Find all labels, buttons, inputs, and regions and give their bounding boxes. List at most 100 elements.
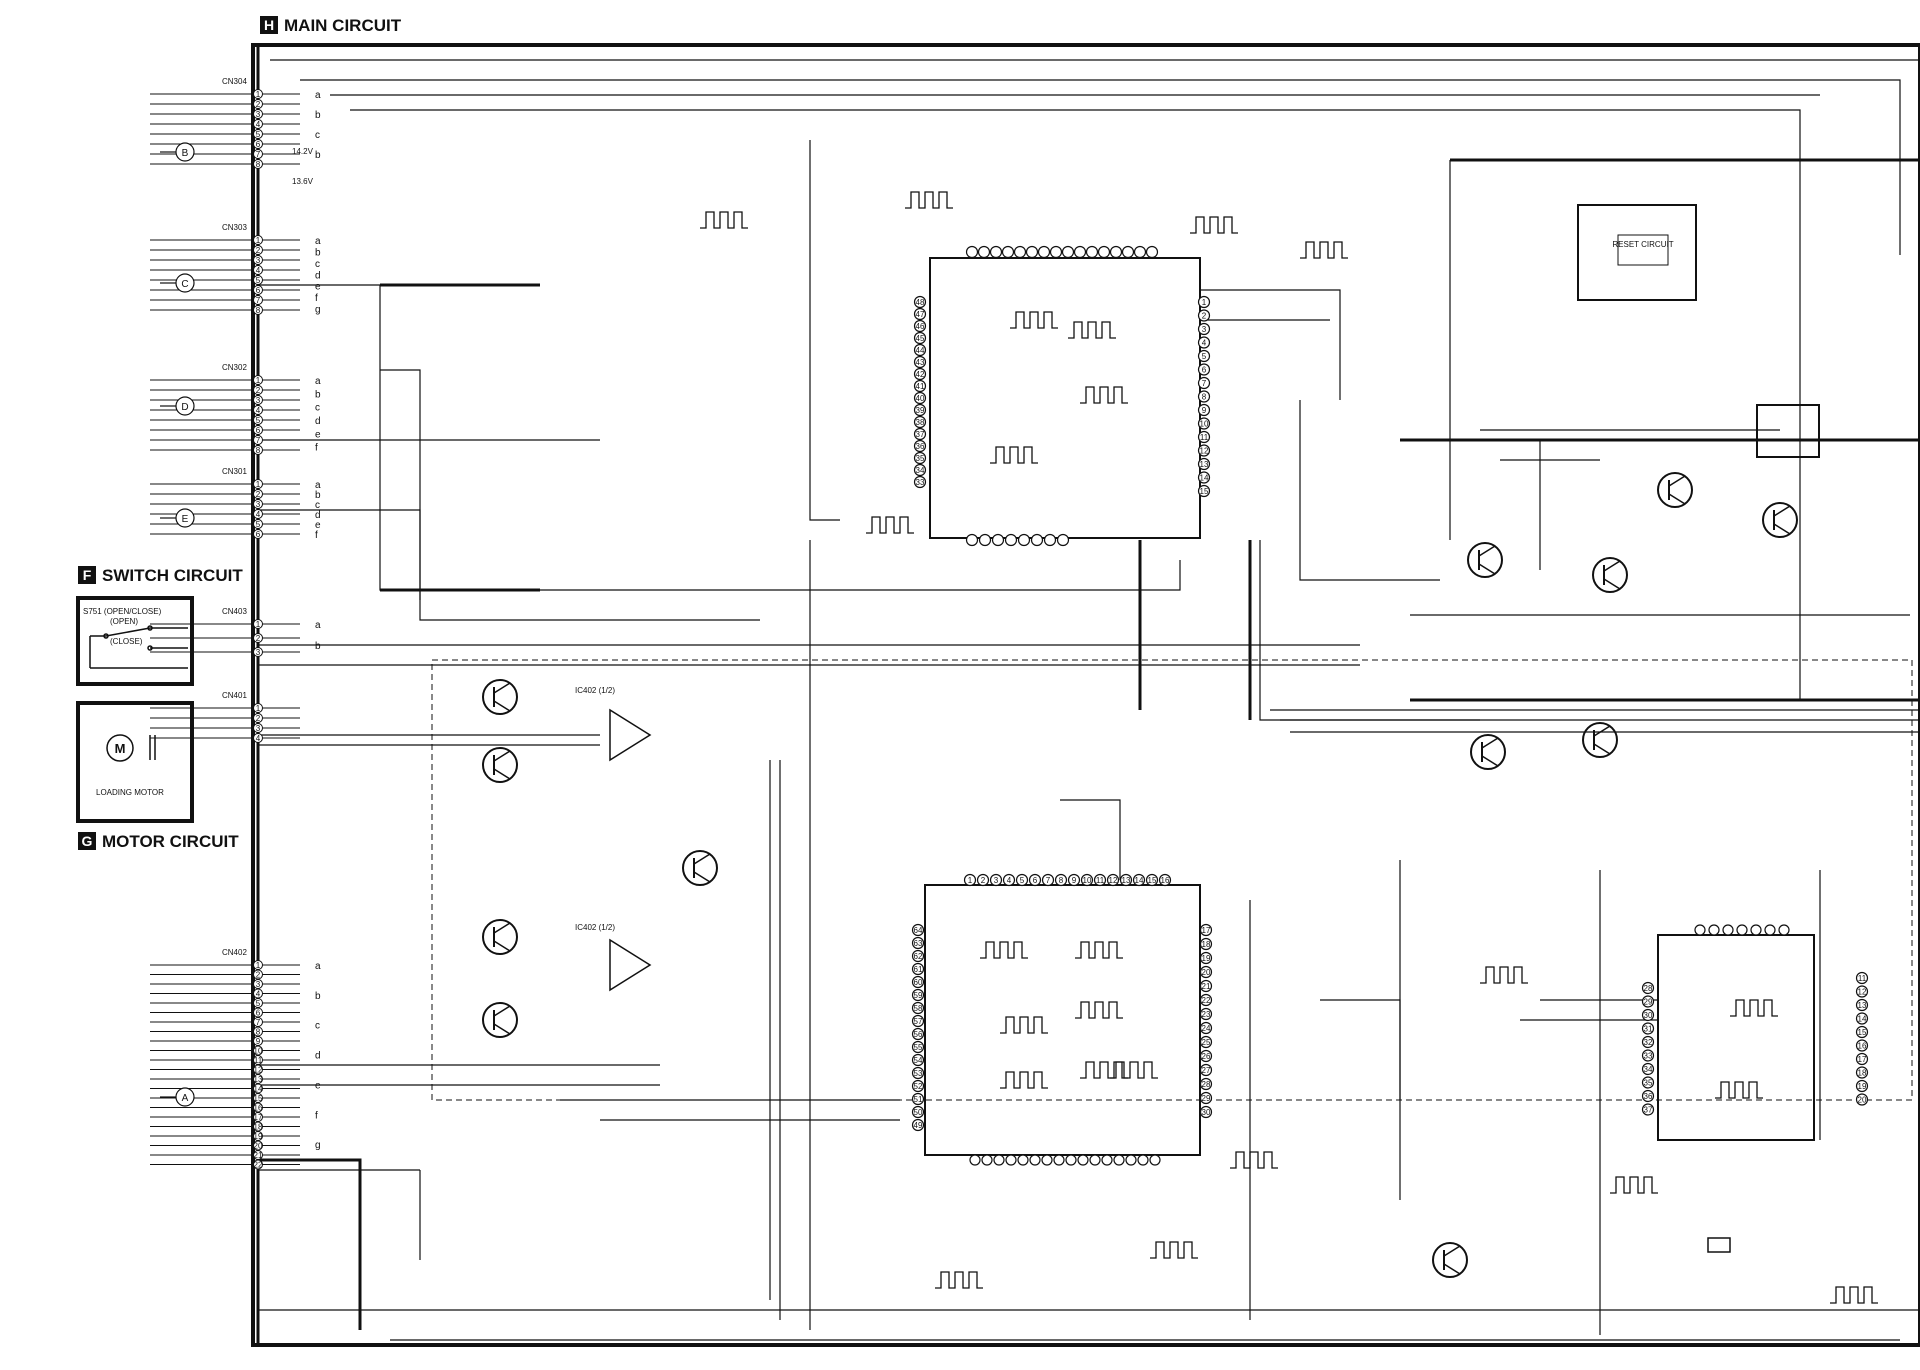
connector-pin-number: 3	[256, 980, 261, 989]
ic301-bottom-pin-circle	[1125, 1154, 1137, 1166]
waveform-trace	[1110, 1061, 1158, 1079]
ic401-bottom-pin-circle	[1043, 533, 1057, 547]
transistor-emitter	[1603, 578, 1621, 590]
connector-pin-number: 2	[256, 714, 261, 723]
transistor-collector	[1478, 545, 1496, 557]
ic301-top-pin-4-circle	[1002, 873, 1016, 887]
connector-signal-letter: a	[315, 376, 321, 387]
connector-pin-circle	[253, 425, 263, 435]
connector-pin-circle	[253, 265, 263, 275]
ic801-pin-14-circle	[1855, 1012, 1869, 1025]
ic401-pin-9-circle	[1197, 403, 1211, 417]
transistor-emitter	[493, 768, 511, 780]
transistor-q353-symbol	[482, 1002, 518, 1038]
connector-pin-number: 5	[256, 520, 261, 529]
connector-pin-circle	[253, 519, 263, 529]
ic401-bottom-pin-circle	[991, 533, 1005, 547]
ic801-top-pin-circle	[1736, 924, 1748, 936]
waveform-trace	[1075, 1001, 1123, 1019]
connector-pin-number: 2	[256, 971, 261, 980]
transistor-collector	[1443, 1245, 1461, 1257]
ic301-pin-54-circle	[911, 1053, 925, 1067]
ic301-bottom-pin-circle	[1017, 1154, 1029, 1166]
connector-pin-number: 12	[254, 1066, 263, 1075]
ic801-top-pin-circle	[1750, 924, 1762, 936]
waveform-trace	[1230, 1151, 1278, 1169]
ic801-top-pin-circle	[1778, 924, 1790, 936]
ic301-pin-21-number: 21	[1202, 982, 1211, 991]
connector-pin-number: 3	[256, 724, 261, 733]
ic401-pin-33-circle	[913, 475, 927, 489]
ic801-pin-33-number: 33	[1644, 1052, 1653, 1061]
ic401-pin-8-number: 8	[1202, 393, 1207, 402]
ic301-pin-17-number: 17	[1202, 926, 1211, 935]
connector-cn402-label: CN402	[222, 948, 247, 957]
ic401-top-pin-circle	[1001, 245, 1015, 259]
ic801-pin-34-circle	[1641, 1062, 1655, 1076]
ic801-pin-20-number: 20	[1858, 1096, 1867, 1105]
transistor-emitter	[1443, 1263, 1461, 1275]
transistor-q401-symbol	[482, 679, 518, 715]
connector-pin-number: 4	[256, 734, 261, 743]
connector-pin-number: 7	[256, 296, 261, 305]
ic801-pin-29-number: 29	[1644, 998, 1653, 1007]
transistor-emitter	[493, 1023, 511, 1035]
ic301-top-pin-11-circle	[1093, 873, 1107, 887]
ic301-bottom-pin-circle	[981, 1154, 993, 1166]
ic301-top-pin-4-number: 4	[1007, 876, 1012, 885]
ic401-top-pin-circle	[1013, 245, 1027, 259]
connector-cn301-label: CN301	[222, 467, 247, 476]
ic301-top-pin-14-circle	[1132, 873, 1146, 887]
ic301-pin-25-circle	[1199, 1035, 1213, 1049]
ic301-pin-49-circle	[911, 1118, 925, 1132]
connector-signal-letter: c	[315, 130, 320, 141]
ic301-top-pin-15-number: 15	[1148, 876, 1157, 885]
transistor-collector	[493, 1005, 511, 1017]
s751-close-label: (CLOSE)	[110, 637, 143, 646]
ic301-bottom-pin-circle	[1029, 1154, 1041, 1166]
ic401-pin-43-circle	[913, 355, 927, 369]
connector-pin-circle	[253, 415, 263, 425]
connector-pin-number: 19	[254, 1132, 263, 1141]
connector-pin-circle	[253, 99, 263, 109]
connector-pin-circle	[253, 275, 263, 285]
connector-pin-number: 8	[256, 160, 261, 169]
ic801-pin-34-number: 34	[1644, 1065, 1653, 1074]
ic301-pin-51-number: 51	[914, 1095, 923, 1104]
ic401-pin-4-number: 4	[1202, 339, 1207, 348]
connector-pin-number: 4	[256, 120, 261, 129]
s751-open-label: (OPEN)	[110, 617, 138, 626]
ic301-pin-20-number: 20	[1202, 968, 1211, 977]
ic301-pin-24-number: 24	[1202, 1024, 1211, 1033]
connector-cn403-label: CN403	[222, 607, 247, 616]
ic301-pin-57-number: 57	[914, 1017, 923, 1026]
motor-label: LOADING MOTOR	[96, 788, 164, 797]
x301-crystal	[1707, 1237, 1731, 1253]
connector-pin-circle	[253, 305, 263, 315]
connector-signal-letter: e	[315, 1080, 321, 1091]
connector-pin-number: 8	[256, 306, 261, 315]
connector-pin-circle	[253, 375, 263, 385]
section-g-title: MOTOR CIRCUIT	[102, 832, 239, 851]
ic301-pin-60-circle	[911, 975, 925, 989]
ic301-bottom-pin-circle	[1065, 1154, 1077, 1166]
section-h-title: MAIN CIRCUIT	[284, 16, 402, 35]
connector-pin-number: 13	[254, 1075, 263, 1084]
ic401-pin-48-number: 48	[916, 298, 925, 307]
transistor-q871-symbol	[1432, 1242, 1468, 1278]
connector-pin-number: 1	[256, 90, 261, 99]
motor-circuit-box	[76, 701, 194, 823]
connector-signal-letter: d	[315, 416, 321, 427]
connector-pin-number: 2	[256, 490, 261, 499]
ic401-pin-41-number: 41	[916, 382, 925, 391]
ic301-pin-55-number: 55	[914, 1043, 923, 1052]
ic801-pin-28-number: 28	[1644, 984, 1653, 993]
ic402-half-label-a: IC402 (1/2)	[575, 686, 615, 695]
waveform-trace	[866, 516, 914, 534]
ic401-pin-38-number: 38	[916, 418, 925, 427]
connector-voltage: 14.2V	[292, 147, 314, 156]
connector-pin-number: 8	[256, 446, 261, 455]
section-g-header: G MOTOR CIRCUIT	[78, 832, 239, 851]
